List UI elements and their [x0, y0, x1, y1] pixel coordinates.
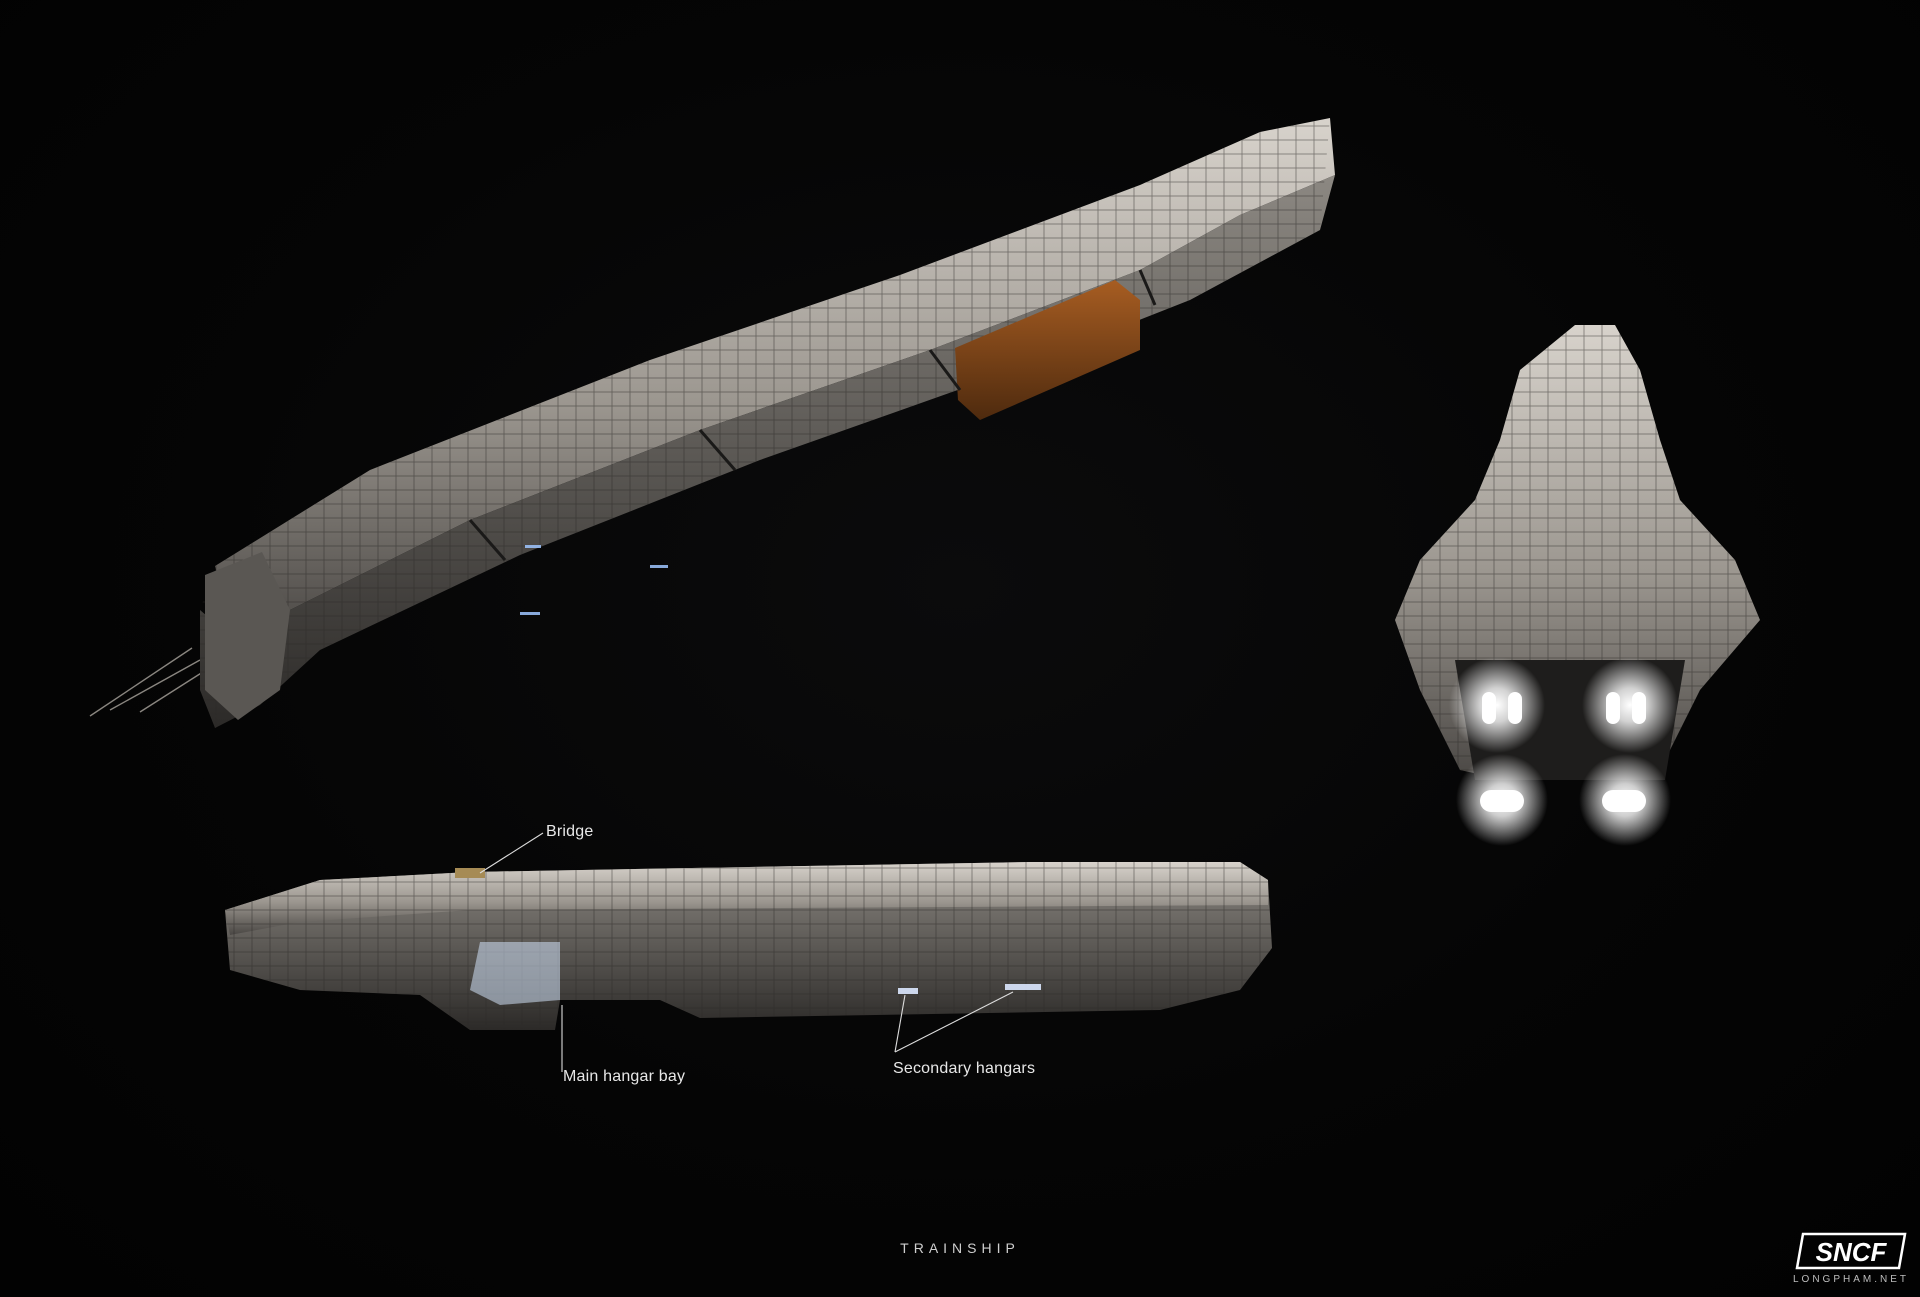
sncf-logo: SNCF: [1795, 1232, 1907, 1270]
bridge-structure: [455, 868, 485, 878]
main-hangar-bay: [470, 942, 560, 1005]
secondary-hangar-light: [898, 988, 918, 994]
secondary-hangar-light: [1005, 984, 1041, 990]
callout-secondary-hangars: Secondary hangars: [893, 1060, 1036, 1077]
svg-text:SNCF: SNCF: [1816, 1237, 1888, 1267]
ship-side-view: [225, 862, 1272, 1030]
ship-rear-view: [1395, 325, 1760, 846]
ship-antenna: [89, 647, 207, 717]
cargo-segment: [955, 280, 1140, 420]
callout-lines: [479, 832, 1014, 1072]
callout-main-hangar-bay: Main hangar bay: [563, 1068, 686, 1085]
ship-perspective-hull: [200, 118, 1335, 728]
engine-glow: [1449, 657, 1678, 846]
site-url: LONGPHAM.NET: [1792, 1274, 1909, 1285]
artwork-caption: TRAINSHIP: [900, 1240, 1020, 1256]
callout-bridge: Bridge: [546, 823, 594, 840]
